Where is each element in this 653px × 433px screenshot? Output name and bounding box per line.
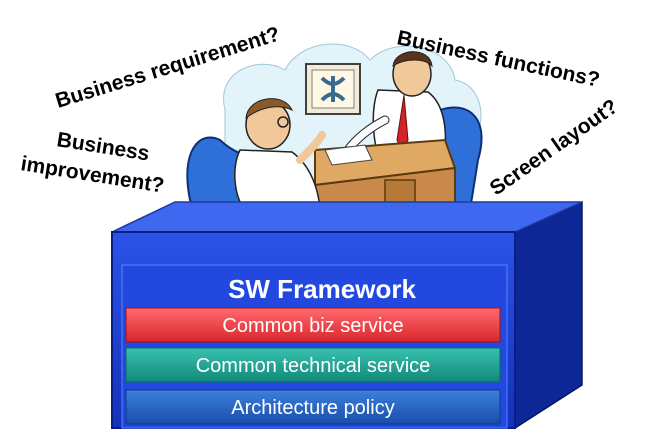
- layer-label-biz: Common biz service: [222, 315, 403, 337]
- layer-band-architecture: [125, 389, 501, 425]
- layer-label-technical: Common technical service: [196, 355, 431, 377]
- layer-label-architecture: Architecture policy: [231, 397, 394, 419]
- layer-band-technical: [125, 347, 501, 383]
- businessman-left-icon: [186, 98, 326, 216]
- question-screen-layout: Screen layout?: [486, 95, 623, 200]
- framework-box-side: [514, 200, 583, 430]
- framework-title: SW Framework: [228, 274, 416, 304]
- framework-box-top: [111, 201, 583, 233]
- wall-picture-icon: [305, 63, 361, 115]
- layer-band-biz: [125, 307, 501, 343]
